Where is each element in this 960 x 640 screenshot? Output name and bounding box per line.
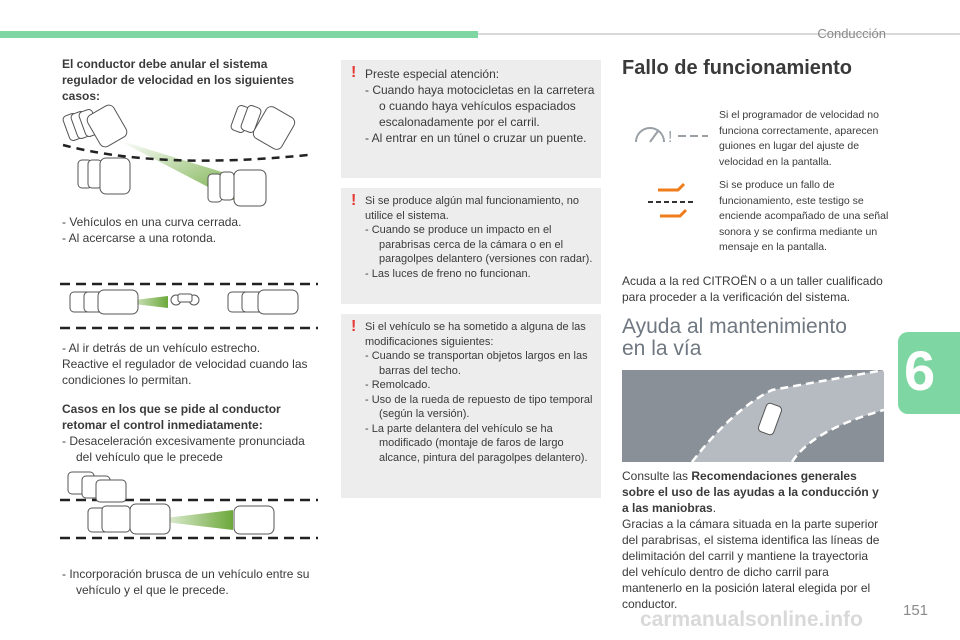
svg-text:!: ! (668, 129, 672, 146)
list-item: - Vehículos en una curva cerrada. (62, 215, 242, 229)
list-item: - Al entrar en un túnel o cruzar un puen… (365, 131, 587, 145)
list-item: - Al acercarse a una rotonda. (62, 231, 217, 245)
warning-box-modifications: ! Si el vehículo se ha sometido a alguna… (341, 314, 601, 498)
advice-text: Acuda a la red CITROËN o a un taller cua… (622, 274, 883, 304)
icon2-description: Si se produce un fallo de funcionamiento… (719, 179, 889, 253)
wrench-warning-icon (648, 182, 694, 218)
narrow-vehicle-illustration (60, 282, 318, 330)
list-item: - Incorporación brusca de un vehículo en… (62, 567, 310, 597)
warning-icon: ! (351, 318, 357, 335)
watermark: carmanualsonline.info (640, 608, 863, 631)
warning-title: Si se produce algún mal funcionamiento, … (365, 195, 580, 222)
lane-keeping-illustration (622, 370, 884, 462)
list-item: - Cuando se transportan objetos largos e… (365, 350, 588, 377)
warning-box-attention: ! Preste especial atención: - Cuando hay… (341, 60, 601, 178)
list-item: - Uso de la rueda de repuesto de tipo te… (365, 393, 593, 421)
takeover-heading: Casos en los que se pide al conductor re… (62, 402, 281, 432)
deceleration-illustration (60, 471, 318, 540)
list-item: - La parte delantera del vehículo se ha … (365, 422, 588, 464)
icon1-description: Si el programador de velocidad no funcio… (719, 109, 879, 168)
chapter-tab (898, 332, 960, 414)
case4-block: - Incorporación brusca de un vehículo en… (62, 566, 324, 598)
list-item: - Cuando se produce un impacto en el par… (365, 224, 593, 265)
list-item: - Cuando haya motocicletas en la carrete… (365, 83, 595, 129)
section-heading-lane: Ayuda al mantenimiento en la vía (622, 315, 847, 360)
case3-block: - Desaceleración excesivamente pronuncia… (62, 433, 324, 465)
warning-box-malfunction: ! Si se produce algún mal funcionamiento… (341, 188, 601, 304)
curve-illustration (62, 104, 309, 207)
section-heading-malfunction: Fallo de funcionamiento (622, 57, 853, 79)
page-number: 151 (903, 602, 929, 619)
warning-title: Si el vehículo se ha sometido a alguna d… (365, 321, 586, 348)
consult-text: Consulte las Recomendaciones generales s… (622, 469, 879, 515)
lane-body-text: Gracias a la cámara situada en la parte … (622, 517, 880, 611)
list-item: - Desaceleración excesivamente pronuncia… (62, 434, 305, 464)
speedometer-dashes-icon: ! (635, 127, 708, 146)
section-title: Conducción (817, 26, 886, 41)
reactivate-note: Reactive el regulador de velocidad cuand… (62, 357, 308, 387)
section-color-bar (0, 31, 478, 38)
list-item: - Al ir detrás de un vehículo estrecho. (62, 341, 261, 355)
warning-icon: ! (351, 64, 357, 81)
chapter-number: 6 (904, 339, 936, 402)
warning-icon: ! (351, 192, 357, 209)
list-item: - Las luces de freno no funcionan. (365, 267, 531, 280)
case1-list: - Vehículos en una curva cerrada. - Al a… (62, 214, 324, 246)
warning-title: Preste especial atención: (365, 67, 500, 81)
case2-block: - Al ir detrás de un vehículo estrecho. … (62, 340, 324, 388)
intro-text: El conductor debe anular el sistema regu… (62, 57, 295, 103)
header-rule (478, 33, 960, 35)
list-item: - Remolcado. (365, 379, 431, 391)
